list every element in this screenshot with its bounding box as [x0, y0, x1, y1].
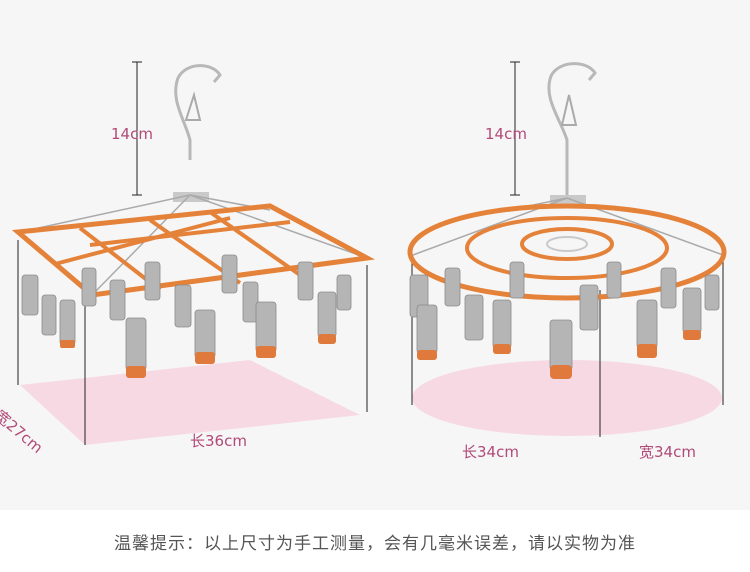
round-hanger-illustration	[407, 61, 727, 437]
length-label: 长34cm	[462, 443, 519, 461]
rectangular-frame	[11, 203, 375, 298]
inner-ring	[520, 227, 614, 261]
outer-ring	[407, 203, 727, 301]
round-hanger-panel: 14cm 长34cm 宽34cm	[375, 0, 750, 510]
rectangular-hanger-panel: 14cm 长36cm 宽27cm	[0, 0, 375, 510]
footer-note: 温馨提示：以上尺寸为手工测量，会有几毫米误差，请以实物为准	[0, 510, 750, 572]
middle-ring	[465, 216, 669, 280]
floor-area	[20, 360, 360, 445]
measurement-disclaimer: 温馨提示：以上尺寸为手工测量，会有几毫米误差，请以实物为准	[114, 533, 636, 554]
height-label: 14cm	[111, 125, 153, 143]
hook-icon	[547, 62, 597, 195]
floor-area	[412, 360, 722, 436]
height-label: 14cm	[485, 125, 527, 143]
rectangular-hanger-illustration	[11, 61, 375, 445]
product-image-area: 14cm 长36cm 宽27cm	[0, 0, 750, 510]
width-label: 宽34cm	[639, 443, 696, 461]
length-label: 长36cm	[190, 432, 247, 450]
hook-icon	[174, 64, 222, 160]
